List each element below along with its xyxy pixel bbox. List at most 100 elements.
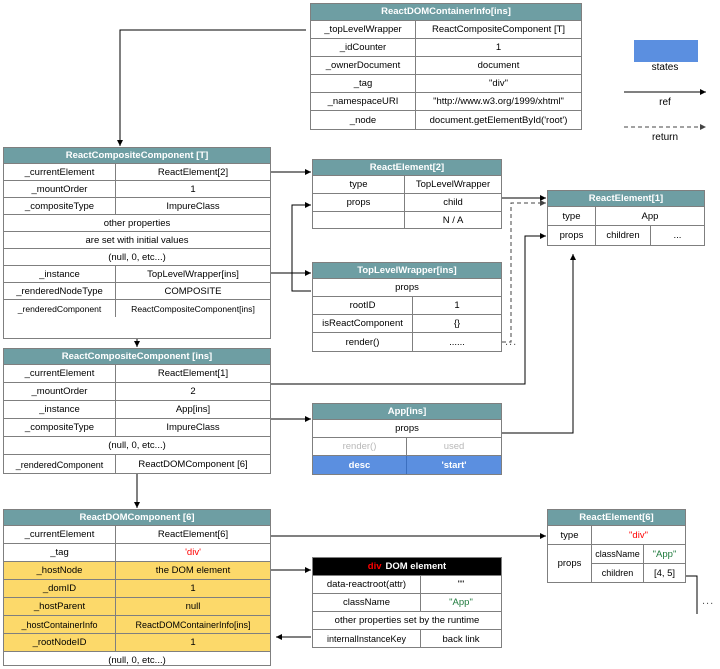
- row-value: "http://www.w3.org/1999/xhtml": [433, 96, 564, 107]
- row-value: null: [185, 601, 201, 612]
- box-reactcompositecomponent-t: ReactCompositeComponent [T] _currentElem…: [3, 147, 271, 339]
- table-row: className "App": [313, 594, 501, 612]
- table-row: are set with initial values: [4, 232, 270, 249]
- box-title: ReactDOMContainerInfo[ins]: [311, 4, 581, 21]
- box-reactelement-2: ReactElement[2] type TopLevelWrapper pro…: [312, 159, 502, 229]
- row-value: child: [443, 197, 463, 208]
- row-key: _instance: [4, 266, 116, 282]
- row-value: 1: [495, 42, 502, 53]
- box-app-ins: App[ins] props render() used desc 'start…: [312, 403, 502, 475]
- box-reactcompositecomponent-ins: ReactCompositeComponent [ins] _currentEl…: [3, 348, 271, 474]
- table-row: _hostContainerInfo ReactDOMContainerInfo…: [4, 616, 270, 634]
- row-key: type: [313, 176, 405, 193]
- row-key: _hostParent: [4, 598, 116, 615]
- note-line: (null, 0, etc...): [108, 251, 166, 263]
- row-key: isReactComponent: [313, 315, 413, 332]
- legend-states-label: states: [651, 62, 679, 73]
- row-key: _namespaceURI: [311, 93, 416, 110]
- row-value: ReactCompositeComponent [T]: [431, 24, 566, 35]
- row-value: "div": [629, 529, 648, 541]
- props-label: props: [395, 282, 419, 293]
- row-key: render(): [313, 333, 413, 351]
- props-subtable: className "App" children [4, 5]: [592, 545, 685, 582]
- row-key: _compositeType: [4, 198, 116, 214]
- row-value: ReactCompositeComponent[ins]: [131, 303, 255, 314]
- table-row: render() ......: [313, 333, 501, 351]
- table-row: render() used: [313, 438, 501, 456]
- row-key: data-reactroot(attr): [313, 576, 421, 593]
- row-value: App: [641, 210, 659, 222]
- row-value: 1: [454, 300, 460, 311]
- box-reactdomcontainerinfo: ReactDOMContainerInfo[ins] _topLevelWrap…: [310, 3, 582, 130]
- table-row: props children ...: [548, 226, 704, 245]
- table-row: _idCounter 1: [311, 39, 581, 57]
- table-row: _compositeType ImpureClass: [4, 419, 270, 437]
- box-title: ReactElement[6]: [548, 510, 685, 526]
- row-key: _node: [311, 111, 416, 129]
- table-row: _topLevelWrapper ReactCompositeComponent…: [311, 21, 581, 39]
- legend-states-swatch: [634, 40, 698, 62]
- table-row: props: [313, 420, 501, 438]
- row-value: 1: [190, 583, 196, 594]
- table-row: internalInstanceKey back link: [313, 630, 501, 648]
- table-row: type "div": [548, 526, 685, 545]
- row-value: 'div': [185, 547, 201, 558]
- box-reactelement-6: ReactElement[6] type "div" props classNa…: [547, 509, 686, 583]
- dom-tag-name: div: [367, 560, 382, 572]
- table-row: _renderedComponent ReactCompositeCompone…: [4, 300, 270, 317]
- box-dom-element: div DOM element data-reactroot(attr) "" …: [312, 557, 502, 648]
- box-title: ReactCompositeComponent [ins]: [4, 349, 270, 365]
- box-reactdomcomponent-6: ReactDOMComponent [6] _currentElement Re…: [3, 509, 271, 666]
- table-row: other properties: [4, 215, 270, 232]
- row-key: className: [313, 594, 421, 611]
- row-value: ......: [449, 336, 465, 348]
- table-row: _namespaceURI "http://www.w3.org/1999/xh…: [311, 93, 581, 111]
- table-row: desc 'start': [313, 456, 501, 474]
- note-line: (null, 0, etc...): [108, 440, 166, 451]
- row-key: props: [548, 545, 592, 582]
- table-row: props child: [313, 194, 501, 212]
- table-row: _hostParent null: [4, 598, 270, 616]
- table-row: _currentElement ReactElement[2]: [4, 164, 270, 181]
- row-key: [313, 212, 405, 229]
- row-key: _domID: [4, 580, 116, 597]
- ellipsis-right: ...: [702, 595, 715, 607]
- row-value: "": [457, 579, 465, 590]
- table-row: _compositeType ImpureClass: [4, 198, 270, 215]
- note-line: are set with initial values: [85, 234, 189, 246]
- row-key: _mountOrder: [4, 383, 116, 400]
- table-row: N / A: [313, 212, 501, 229]
- table-row: rootID 1: [313, 297, 501, 315]
- row-value: the DOM element: [155, 565, 231, 576]
- table-row: _instance App[ins]: [4, 401, 270, 419]
- row-value: ReactDOMContainerInfo[ins]: [135, 619, 251, 630]
- table-row: (null, 0, etc...): [4, 437, 270, 455]
- table-row: type TopLevelWrapper: [313, 176, 501, 194]
- row-value: "div": [489, 78, 508, 89]
- row-value: ReactDOMComponent [6]: [138, 459, 248, 470]
- dom-title-rest: DOM element: [385, 560, 447, 572]
- table-row: type App: [548, 207, 704, 226]
- table-row: isReactComponent {}: [313, 315, 501, 333]
- table-row: _currentElement ReactElement[1]: [4, 365, 270, 383]
- row-subkey: children: [596, 226, 651, 245]
- table-row: children [4, 5]: [592, 564, 685, 582]
- row-key: _renderedComponent: [4, 300, 116, 317]
- row-key: _mountOrder: [4, 181, 116, 197]
- row-value: TopLevelWrapper: [415, 179, 491, 190]
- props-label: props: [395, 423, 419, 434]
- row-key: props: [548, 226, 596, 245]
- row-value: "App": [652, 548, 677, 560]
- table-row: _hostNode the DOM element: [4, 562, 270, 580]
- table-row: (null, 0, etc...): [4, 652, 270, 668]
- row-value: document: [477, 60, 520, 71]
- table-row: _domID 1: [4, 580, 270, 598]
- note-line: (null, 0, etc...): [108, 654, 166, 666]
- row-key: _idCounter: [311, 39, 416, 56]
- row-key: _currentElement: [4, 526, 116, 543]
- row-key: _tag: [4, 544, 116, 561]
- note-line: other properties: [103, 217, 171, 229]
- row-value: used: [443, 441, 465, 452]
- table-row: _ownerDocument document: [311, 57, 581, 75]
